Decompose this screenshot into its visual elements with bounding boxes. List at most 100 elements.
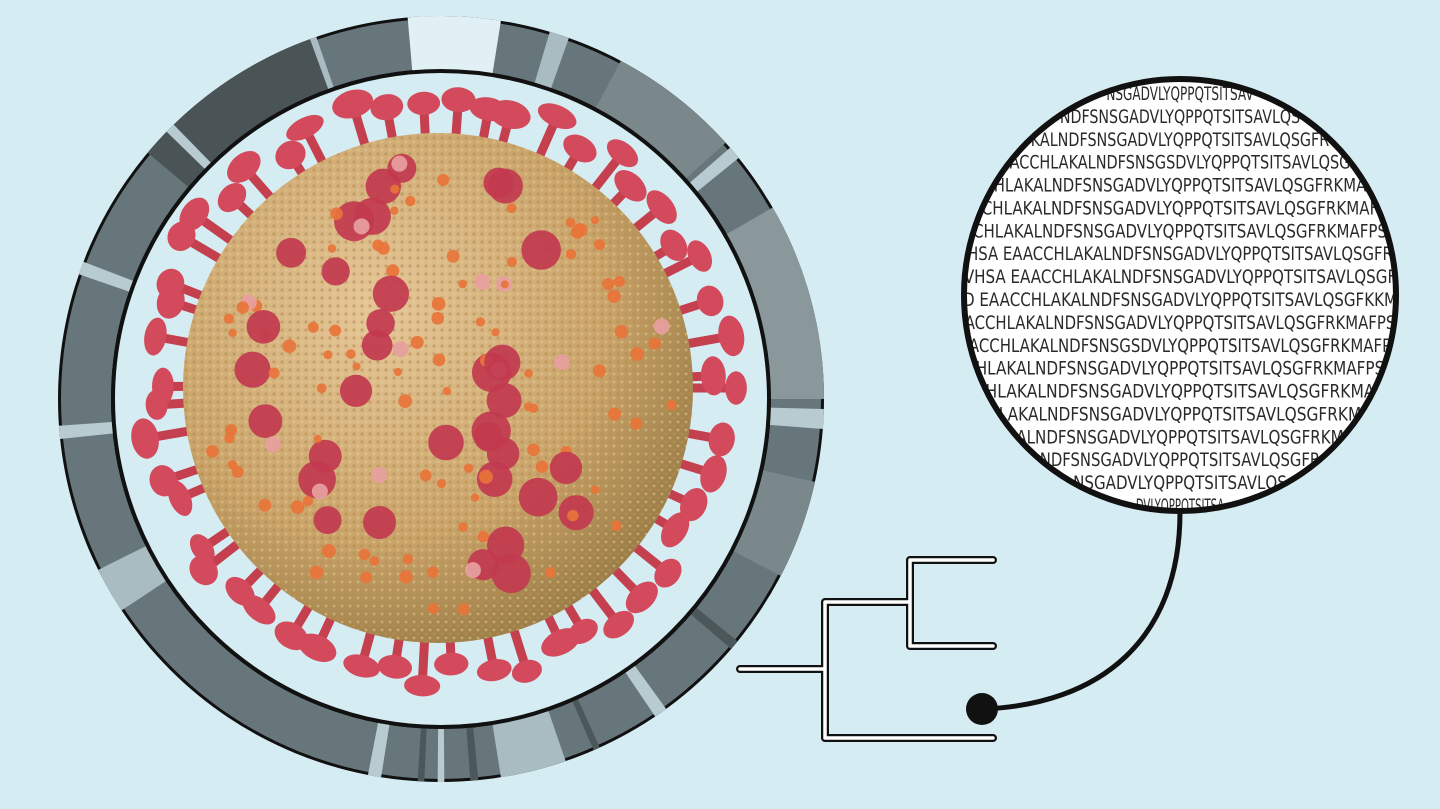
ring-segment <box>688 147 739 193</box>
spike-base <box>361 329 393 361</box>
sequence-row: NDFSNSGADVLYQPPQTSITSAVLQS <box>1060 106 1300 128</box>
surface-protein <box>565 249 577 260</box>
spike-base <box>549 451 583 485</box>
spike-head <box>646 190 677 224</box>
spike-base <box>363 505 397 539</box>
surface-protein <box>268 367 280 379</box>
spike-head <box>407 91 441 116</box>
surface-protein <box>377 242 390 255</box>
ring-segment <box>594 60 726 180</box>
spike-head <box>687 240 713 272</box>
spike-head <box>179 197 210 232</box>
surface-protein <box>506 256 517 268</box>
surface-protein <box>614 324 629 339</box>
spike-head <box>680 488 708 522</box>
spike-head <box>225 576 255 606</box>
spike-head <box>700 455 727 493</box>
spike-base <box>248 404 283 438</box>
surface-protein <box>327 244 337 253</box>
surface-protein <box>316 383 327 394</box>
surface-protein <box>353 218 370 235</box>
spike-head <box>441 87 476 113</box>
surface-protein <box>358 548 371 561</box>
surface-protein <box>590 216 600 225</box>
sequence-row: NDFSNSGADVLYQPPQTSITSAVLQSGFR <box>1040 449 1320 471</box>
sequence-magnifier: NSGADVLYQPPQTSITSAVNDFSNSGADVLYQPPQTSITS… <box>961 76 1399 514</box>
spike-head <box>377 654 413 679</box>
surface-protein <box>436 478 447 489</box>
sequence-row: ALNDFSNSGADVLYQPPQTSITSAVLQSGFRKM <box>1016 426 1343 448</box>
sequence-row: CHLAKALNDFSNSGADVLYQPPQTSITSAVLQSGFRKMAF… <box>973 220 1387 242</box>
ring-segment <box>731 469 815 576</box>
surface-protein <box>500 280 509 289</box>
surface-protein <box>463 463 474 474</box>
ring-segment <box>624 664 667 717</box>
surface-protein <box>392 341 409 358</box>
surface-protein <box>630 347 645 361</box>
tree-branches-fill <box>738 558 995 740</box>
surface-protein <box>371 467 388 484</box>
surface-protein <box>329 324 342 337</box>
sequence-row: ACCHLAKALNDFSNSGSDVLYQPPQTSITSAVLQSGFRKM… <box>969 335 1391 357</box>
surface-protein <box>437 173 450 186</box>
sequence-row: D EAACCHLAKALNDFSNSGADVLYQPPQTSITSAVLQSG… <box>963 289 1397 311</box>
surface-protein <box>223 313 234 324</box>
spike-head <box>370 94 404 121</box>
spike-head <box>661 512 690 548</box>
surface-protein <box>567 509 579 522</box>
surface-protein <box>228 328 237 338</box>
surface-protein <box>535 460 549 473</box>
surface-protein <box>323 350 333 360</box>
surface-protein <box>442 386 452 396</box>
lens-connector <box>981 511 1183 712</box>
surface-protein <box>527 443 540 457</box>
surface-protein <box>282 339 297 354</box>
spike-head <box>476 659 512 682</box>
surface-protein <box>386 264 400 278</box>
ring-segment <box>417 726 427 782</box>
spike-head <box>541 628 580 657</box>
spike-head <box>718 315 745 357</box>
spike-base <box>276 237 307 268</box>
virus <box>131 87 747 697</box>
surface-protein <box>302 495 314 507</box>
surface-protein <box>613 276 625 288</box>
spike-base <box>473 422 504 452</box>
surface-protein <box>523 402 533 412</box>
surface-protein <box>346 349 356 359</box>
spike-head <box>189 555 218 586</box>
surface-protein <box>206 445 219 458</box>
surface-protein <box>307 321 319 333</box>
surface-protein <box>611 520 622 531</box>
surface-protein <box>399 570 413 584</box>
surface-protein <box>544 567 556 578</box>
lens-background <box>966 81 1394 509</box>
surface-protein <box>458 279 467 289</box>
spike-head <box>217 182 247 213</box>
ring-segment <box>367 720 390 778</box>
sequence-row: HLAKALNDFSNSGADVLYQPPQTSITSAVLQSGFRKMA <box>994 175 1367 197</box>
spike-head <box>275 140 306 170</box>
surface-protein <box>321 544 336 558</box>
surface-protein <box>290 500 305 514</box>
sequence-row: ACCHLAKALNDFSNSGADVLYQPPQTSITSAVLQSGFRKM… <box>965 312 1396 334</box>
spike-base <box>372 275 410 312</box>
spike-base <box>486 383 522 418</box>
spike-head <box>511 659 542 683</box>
ring-segment <box>166 124 213 171</box>
surface-protein <box>352 362 361 371</box>
surface-protein <box>478 469 493 484</box>
sequence-row: HLAKALNDFSNSGADVLYQPPQTSITSAVLQSGFRKMA <box>986 381 1375 403</box>
surface-protein <box>446 249 460 263</box>
surface-protein <box>390 184 400 194</box>
surface-protein <box>258 498 272 512</box>
spike-head <box>152 367 174 406</box>
surface-protein <box>475 317 486 327</box>
spike-head <box>286 114 324 141</box>
surface-protein <box>457 603 470 616</box>
spike-base <box>428 424 464 461</box>
surface-protein <box>590 485 600 494</box>
surface-protein <box>236 301 250 314</box>
surface-protein <box>398 394 413 409</box>
